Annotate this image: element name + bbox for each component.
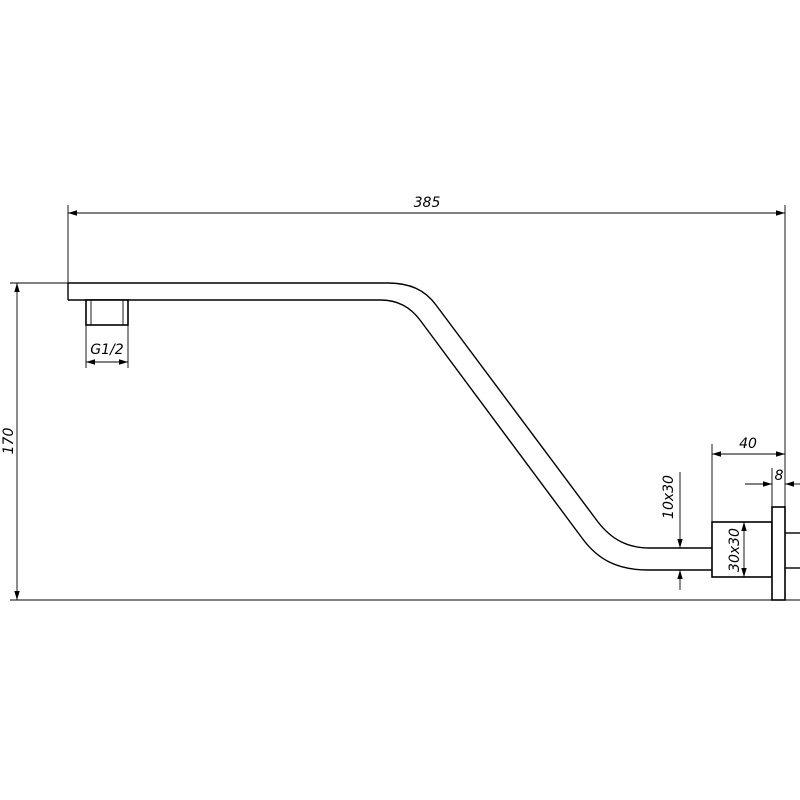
block-section-label: 30x30 — [727, 528, 743, 572]
wall-mount — [711, 506, 800, 601]
dim-block-section: 30x30 — [727, 522, 747, 577]
dim-arm-section: 10x30 — [661, 472, 712, 590]
dim-plate-thickness: 8 — [745, 468, 800, 507]
dim-overall-height: 170 — [1, 282, 68, 600]
arm-top-edge — [68, 282, 712, 549]
plate-thickness-label: 8 — [775, 468, 784, 484]
thread-label: G1/2 — [90, 342, 123, 358]
dim-thread: G1/2 — [85, 325, 129, 368]
wall-plate — [771, 506, 786, 601]
dim-overall-length: 385 — [67, 195, 786, 507]
overall-length-label: 385 — [414, 195, 441, 211]
overall-height-label: 170 — [1, 428, 17, 455]
dim-block-depth: 40 — [711, 436, 785, 522]
arm-section-label: 10x30 — [661, 475, 677, 519]
arm-bottom-edge — [68, 299, 712, 571]
thread-outlet — [85, 299, 129, 326]
shower-arm — [67, 282, 712, 571]
block-depth-label: 40 — [739, 436, 757, 452]
outlet-body — [85, 299, 129, 326]
